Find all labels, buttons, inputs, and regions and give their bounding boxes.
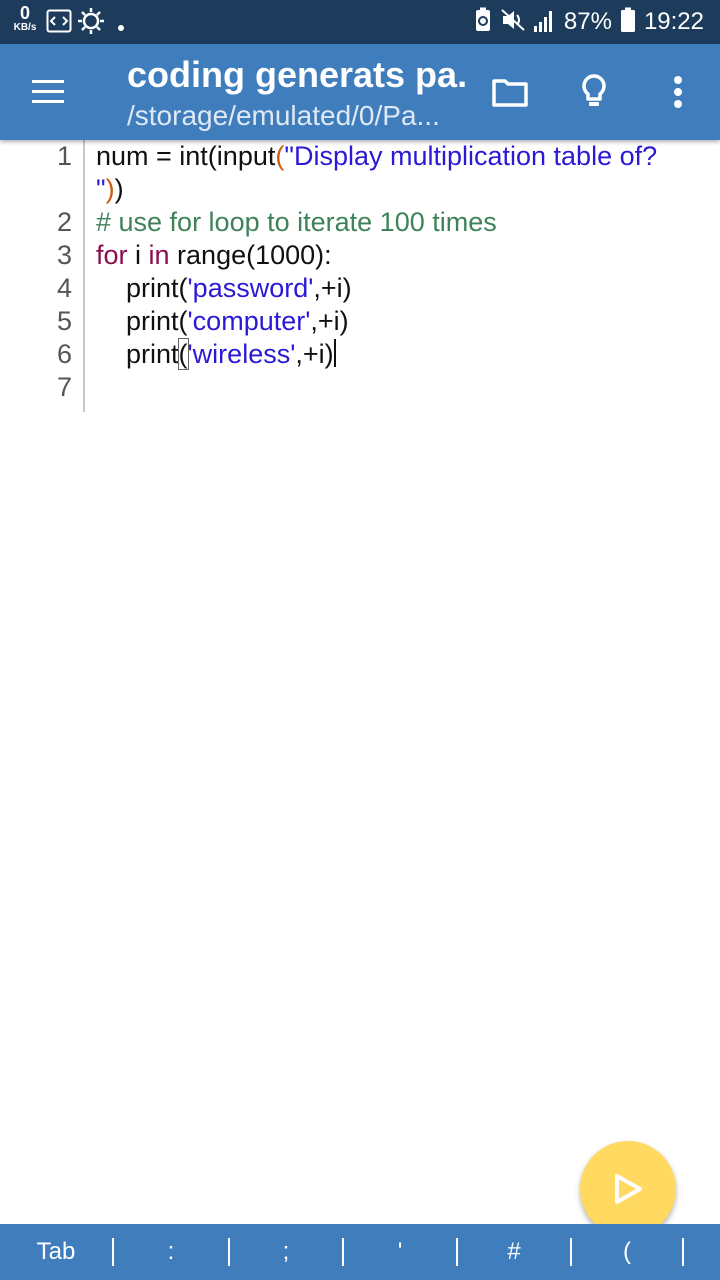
folder-icon bbox=[486, 79, 534, 120]
code-token: ,+i) bbox=[295, 339, 334, 369]
code-token: ,+i) bbox=[310, 306, 349, 336]
notification-dot-icon bbox=[118, 18, 124, 36]
code-token: ) bbox=[105, 174, 115, 204]
key-separator bbox=[112, 1238, 114, 1266]
status-right: 87% 19:22 bbox=[474, 0, 704, 44]
file-path: /storage/emulated/0/Pa... bbox=[127, 100, 440, 131]
key-separator bbox=[342, 1238, 344, 1266]
code-text: print('password',+i) bbox=[96, 272, 352, 305]
run-button[interactable] bbox=[580, 1141, 676, 1237]
code-text: print('computer',+i) bbox=[96, 305, 349, 338]
play-icon bbox=[614, 1173, 644, 1210]
code-token: in bbox=[148, 240, 170, 270]
key-semicolon[interactable]: ; bbox=[282, 1238, 290, 1265]
key-hash[interactable]: # bbox=[507, 1238, 521, 1265]
key-tab[interactable]: Tab bbox=[36, 1238, 76, 1265]
code-token: 'computer' bbox=[187, 306, 311, 336]
code-token: print( bbox=[96, 306, 188, 336]
key-separator bbox=[682, 1238, 684, 1266]
code-line[interactable]: 2 # use for loop to iterate 100 times bbox=[0, 206, 720, 239]
hint-button[interactable] bbox=[570, 68, 618, 116]
line-number: 4 bbox=[56, 273, 72, 303]
code-line[interactable]: 3 for i in range(1000): bbox=[0, 239, 720, 272]
code-line[interactable]: ")) bbox=[0, 173, 720, 206]
open-folder-button[interactable] bbox=[486, 68, 534, 116]
code-line[interactable]: 1 num = int(input("Display multiplication… bbox=[0, 140, 720, 173]
key-quote[interactable]: ' bbox=[397, 1238, 403, 1265]
menu-button[interactable] bbox=[24, 68, 72, 116]
line-number: 6 bbox=[56, 339, 72, 369]
status-bar: 0 KB/s 87% 19:22 bbox=[0, 0, 720, 44]
code-token: 'wireless' bbox=[187, 339, 296, 369]
line-number: 7 bbox=[56, 372, 72, 402]
line-number: 1 bbox=[56, 141, 72, 171]
code-text: print('wireless',+i) bbox=[96, 338, 336, 371]
line-number: 3 bbox=[56, 240, 72, 270]
code-line[interactable]: 5 print('computer',+i) bbox=[0, 305, 720, 338]
code-line[interactable]: 4 print('password',+i) bbox=[0, 272, 720, 305]
code-token: print bbox=[96, 339, 179, 369]
code-text: ")) bbox=[96, 173, 124, 206]
network-speed-value: 0 bbox=[19, 3, 30, 23]
network-speed-unit: KB/s bbox=[13, 22, 37, 33]
line-number: 5 bbox=[56, 306, 72, 336]
code-line[interactable]: 7 bbox=[0, 371, 720, 404]
code-text: num = int(input("Display multiplication … bbox=[96, 140, 657, 173]
more-vert-icon bbox=[654, 76, 702, 120]
menu-icon bbox=[24, 80, 72, 120]
code-token: ( bbox=[275, 141, 285, 171]
signal-icon bbox=[533, 8, 556, 37]
code-token: # use for loop to iterate 100 times bbox=[96, 207, 497, 237]
brightness-icon bbox=[78, 8, 104, 39]
symbol-key-bar: Tab : ; ' # ( bbox=[0, 1224, 720, 1280]
text-cursor bbox=[333, 339, 336, 367]
code-token: range(1000): bbox=[169, 240, 332, 270]
gutter-divider bbox=[83, 140, 85, 412]
code-token: num = int(input bbox=[96, 141, 276, 171]
code-token: ,+i) bbox=[313, 273, 352, 303]
code-token: "Display multiplication table of? bbox=[284, 141, 658, 171]
line-number: 2 bbox=[56, 207, 72, 237]
code-token: print( bbox=[96, 273, 188, 303]
key-colon[interactable]: : bbox=[167, 1238, 175, 1265]
key-separator bbox=[228, 1238, 230, 1266]
key-separator bbox=[570, 1238, 572, 1266]
network-speed: 0 KB/s bbox=[10, 4, 40, 33]
matched-bracket: ( bbox=[177, 338, 189, 370]
battery-saver-icon bbox=[474, 7, 492, 38]
code-text: for i in range(1000): bbox=[96, 239, 332, 272]
battery-percent: 87% bbox=[563, 8, 612, 35]
more-options-button[interactable] bbox=[654, 68, 702, 116]
key-separator bbox=[456, 1238, 458, 1266]
app-bar: coding generats pa... /storage/emulated/… bbox=[0, 44, 720, 140]
screen-mirror-icon bbox=[46, 8, 72, 39]
code-text: # use for loop to iterate 100 times bbox=[96, 206, 497, 239]
mute-icon bbox=[500, 7, 526, 38]
code-token: " bbox=[96, 174, 106, 204]
clock: 19:22 bbox=[643, 8, 704, 35]
file-title: coding generats pa... bbox=[127, 54, 467, 95]
code-token: i bbox=[127, 240, 149, 270]
code-token: for bbox=[96, 240, 128, 270]
code-line[interactable]: 6 print('wireless',+i) bbox=[0, 338, 720, 371]
lightbulb-icon bbox=[570, 74, 618, 120]
key-open-paren[interactable]: ( bbox=[623, 1238, 631, 1265]
code-token: 'password' bbox=[187, 273, 314, 303]
battery-icon bbox=[620, 7, 636, 38]
code-token: ) bbox=[114, 174, 124, 204]
